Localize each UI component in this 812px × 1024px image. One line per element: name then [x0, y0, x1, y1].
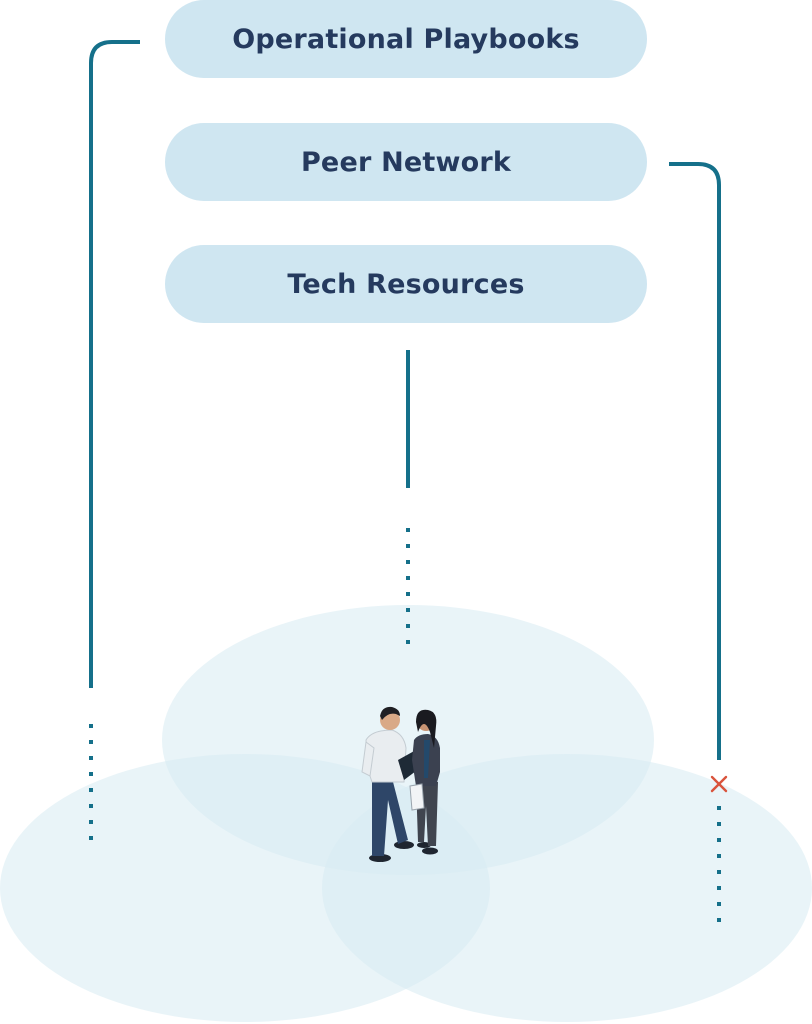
pill-peer-network[interactable]: Peer Network — [165, 123, 647, 201]
pill-label-tech-resources: Tech Resources — [287, 268, 525, 300]
connectors — [89, 40, 721, 760]
two-people-standing-icon — [361, 706, 440, 862]
pill-label-operational-playbooks: Operational Playbooks — [232, 23, 580, 55]
pill-tech-resources[interactable]: Tech Resources — [165, 245, 647, 323]
pill-operational-playbooks[interactable]: Operational Playbooks — [165, 0, 647, 78]
ellipse-right — [322, 754, 812, 1022]
connector-right — [669, 162, 721, 760]
pill-label-peer-network: Peer Network — [300, 146, 512, 178]
x-mark-icon — [710, 775, 728, 793]
connector-left — [89, 40, 140, 688]
venn-ellipses — [0, 605, 812, 1022]
